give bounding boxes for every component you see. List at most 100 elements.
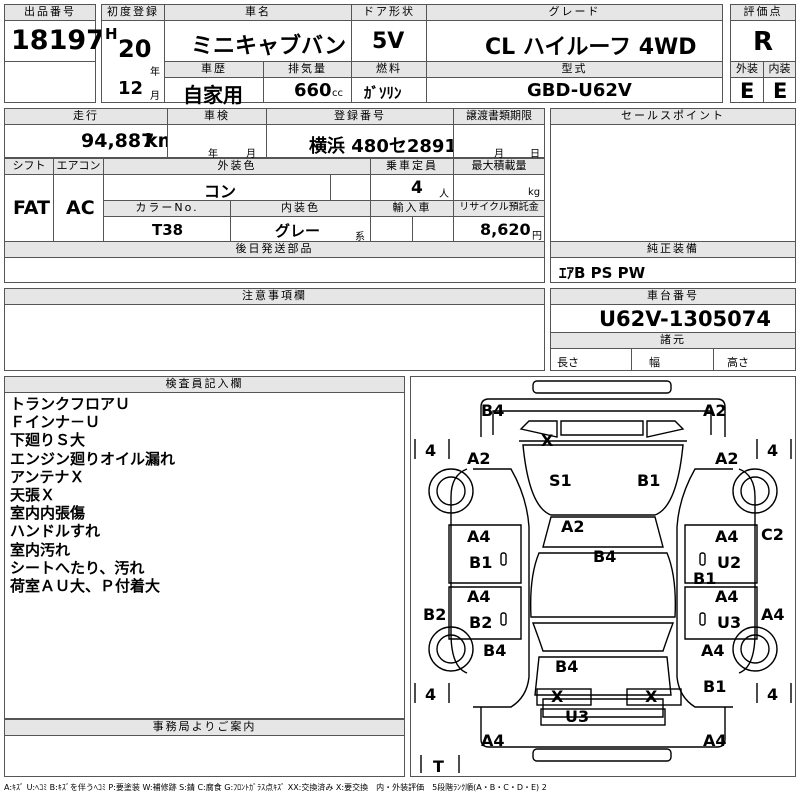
damage-mark: X — [541, 431, 554, 450]
capacity: 4 — [411, 178, 423, 198]
damage-mark: C2 — [761, 525, 784, 544]
van-outline — [414, 380, 792, 773]
import-cell — [370, 216, 454, 242]
equipment-cell: ｴｱB PS PW — [550, 257, 796, 283]
office-header: 事務局よりご案内 — [4, 719, 405, 736]
damage-mark: A2 — [561, 517, 585, 536]
equipment: ｴｱB PS PW — [559, 264, 646, 282]
inspection-month-unit: 月 — [246, 149, 256, 160]
damage-mark: B4 — [481, 401, 505, 420]
later-parts-header: 後日発送部品 — [4, 241, 545, 258]
inspector-header: 検査員記入欄 — [4, 376, 405, 393]
car-name-header: 車名 — [164, 4, 352, 21]
interior-grade: E — [773, 79, 788, 103]
transfer-doc-header: 譲渡書類期限 — [453, 108, 545, 125]
inspector-note: 天張Ｘ — [10, 486, 56, 505]
year-unit: 年 — [150, 67, 160, 78]
damage-mark: A2 — [715, 449, 739, 468]
month-unit: 月 — [150, 91, 160, 102]
office-cell — [4, 735, 405, 777]
chassis-cell: U62V-1305074 — [550, 304, 796, 333]
inspection-year-unit: 年 — [208, 149, 218, 160]
car-name: ミニキャブバン — [191, 34, 347, 59]
lot-number-blank — [4, 61, 96, 103]
color-no: T38 — [152, 221, 184, 239]
inspector-note: 室内汚れ — [10, 540, 71, 559]
inspector-notes: トランクフロアＵ Ｆインナ－Ｕ 下廻りＳ大 エンジン廻りオイル漏れ アンテナＸ … — [4, 392, 405, 719]
damage-mark: A2 — [703, 401, 727, 420]
aircon: AC — [66, 197, 95, 219]
mileage-header: 走行 — [4, 108, 168, 125]
damage-mark: X — [645, 687, 658, 706]
ext-color: コン — [204, 182, 237, 201]
lot-number-header: 出品番号 — [4, 4, 96, 21]
later-parts-cell — [4, 257, 545, 283]
recycle-cell: 8,620 円 — [453, 216, 545, 242]
tire-rr-grade: 4 — [767, 685, 779, 704]
shift-cell: FAT — [4, 174, 54, 242]
inspector-note: ハンドルすれ — [10, 522, 101, 541]
door-type: 5V — [372, 29, 405, 54]
grade: CL ハイルーフ 4WD — [485, 35, 697, 60]
damage-mark: B2 — [423, 605, 447, 624]
damage-mark: A4 — [701, 641, 725, 660]
max-load-header: 最大積載量 — [453, 158, 545, 175]
grade-header: グレード — [426, 4, 723, 21]
fuel-cell: ｶﾞｿﾘﾝ — [351, 77, 427, 103]
displacement-cell: 660 cc — [263, 77, 352, 103]
damage-mark: U3 — [717, 613, 742, 632]
inspector-note: トランクフロアＵ — [10, 395, 131, 413]
mileage: 94,887 — [81, 130, 155, 152]
damage-mark: B4 — [593, 547, 617, 566]
tire-fr-grade: 4 — [767, 441, 779, 460]
score: R — [753, 27, 774, 57]
damage-mark: B4 — [483, 641, 507, 660]
recycle-header: リサイクル預託金 — [453, 200, 545, 217]
chassis-header: 車台番号 — [550, 288, 796, 305]
exterior-cell: E — [730, 77, 764, 103]
int-color: グレー — [275, 222, 321, 240]
model-code: GBD-U62V — [527, 80, 632, 101]
car-name-cell: ミニキャブバン — [164, 20, 352, 62]
damage-diagram: 4 4 4 4 T B4 A2 X A2 A2 S1 B1 A2 B4 A4 B… — [410, 376, 796, 777]
history-header: 車歴 — [164, 61, 264, 78]
damage-mark: B4 — [555, 657, 579, 676]
inspector-note: シートへたり、汚れ — [10, 558, 145, 577]
tire-rl-grade: 4 — [425, 685, 437, 704]
damage-mark: A4 — [761, 605, 785, 624]
transfer-month-unit: 月 — [494, 149, 504, 160]
color-no-cell: T38 — [103, 216, 231, 242]
spec-header: 諸元 — [550, 332, 796, 349]
inspector-note: 室内内張傷 — [10, 504, 86, 523]
exterior-grade: E — [740, 79, 755, 103]
history-cell: 自家用 — [164, 77, 264, 107]
damage-mark: A4 — [481, 731, 505, 750]
ext-color-cell: コン — [103, 174, 371, 201]
length-label: 長さ — [557, 356, 579, 369]
interior-header: 内装 — [763, 61, 796, 78]
recycle-unit: 円 — [532, 231, 542, 242]
damage-mark: A4 — [715, 587, 739, 606]
damage-mark: X — [551, 687, 564, 706]
registration-year: 20 — [118, 35, 152, 63]
int-color-cell: グレー 系 — [230, 216, 371, 243]
damage-mark: A4 — [703, 731, 727, 750]
aircon-header: エアコン — [53, 158, 104, 175]
grade-cell: CL ハイルーフ 4WD — [426, 20, 723, 62]
inspector-note: アンテナＸ — [10, 467, 85, 486]
first-registration-header: 初度登録 — [101, 4, 165, 21]
legend: A:ｷｽﾞ U:ﾍｺﾐ B:ｷｽﾞを伴うﾍｺﾐ P:要塗装 W:補修跡 S:錆 … — [4, 783, 547, 792]
mileage-cell: 94,887 km — [4, 124, 177, 158]
displacement-header: 排気量 — [263, 61, 352, 78]
sales-point-cell — [550, 124, 796, 242]
exterior-header: 外装 — [730, 61, 764, 78]
score-cell: R — [730, 20, 796, 62]
color-no-header: カラーNo. — [103, 200, 231, 217]
capacity-unit: 人 — [439, 189, 449, 200]
inspector-note: エンジン廻りオイル漏れ — [10, 449, 176, 468]
inspection-header: 車検 — [167, 108, 267, 125]
max-load-unit: kg — [528, 187, 541, 198]
width-label: 幅 — [649, 356, 660, 369]
inspection-cell: 年 月 — [167, 124, 267, 160]
era-letter: H — [105, 25, 118, 43]
